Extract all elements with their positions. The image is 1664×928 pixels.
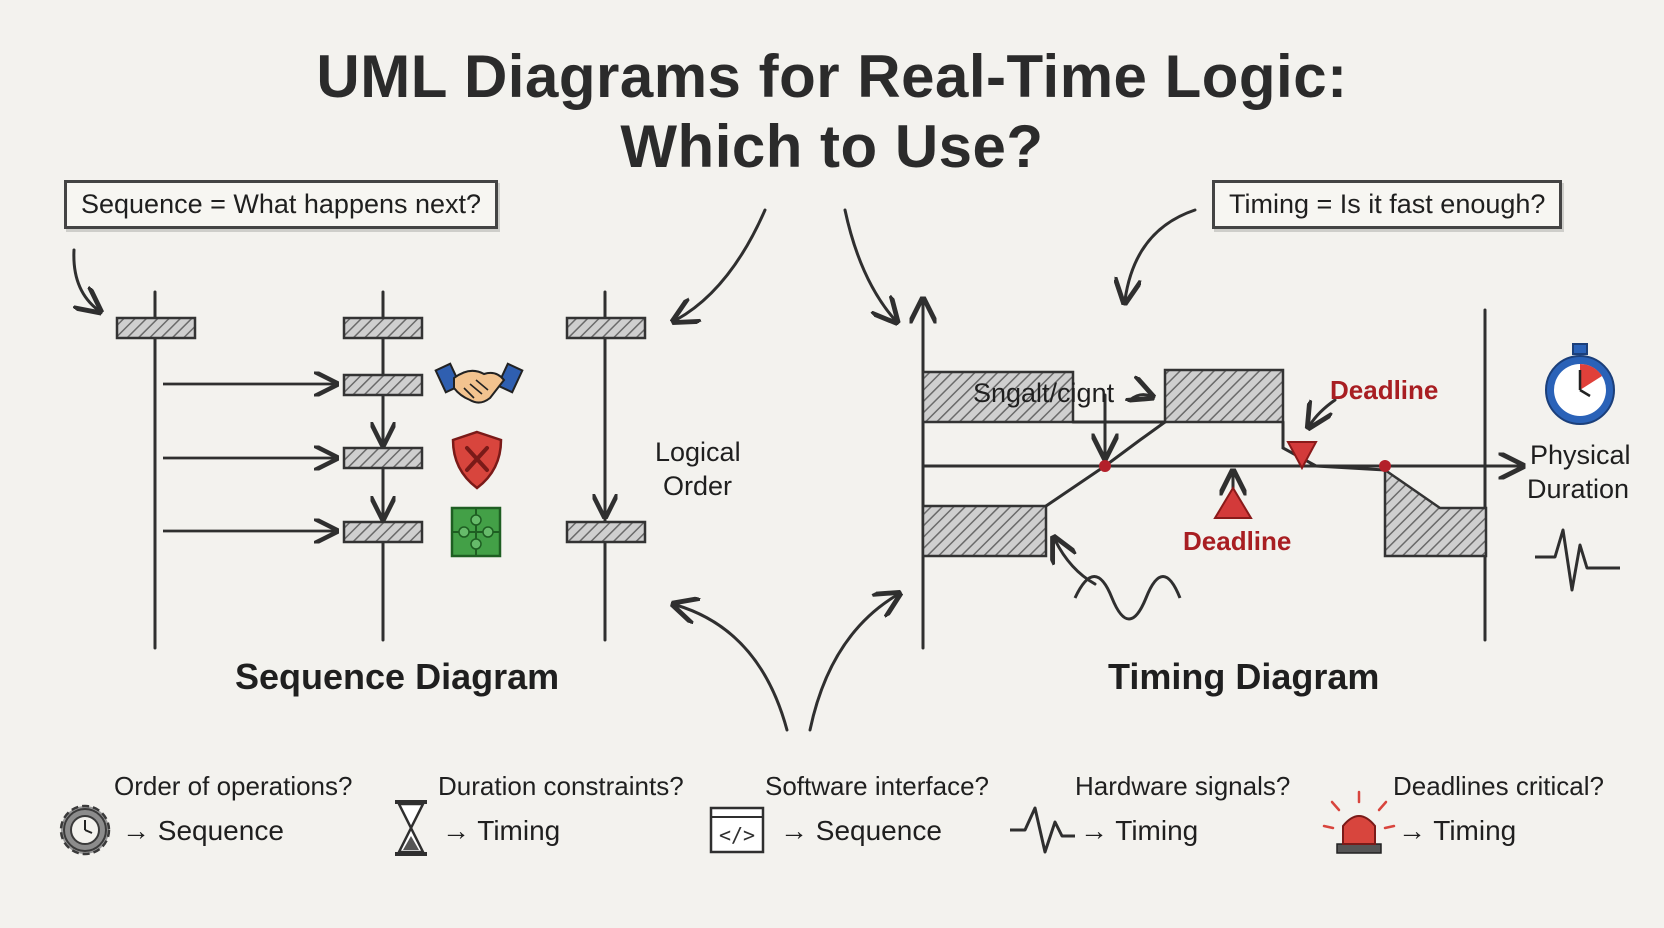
criterion-answer: → Sequence [780, 815, 942, 846]
alarm-siren-icon [1322, 790, 1396, 854]
criterion-answer: → Timing [1398, 815, 1517, 846]
activation-bar [342, 373, 424, 397]
sequence-callout: Sequence = What happens next? [64, 180, 499, 229]
state-block [921, 370, 1075, 424]
deadline-label-top: Deadline [1330, 375, 1439, 405]
criterion-answer: → Sequence [122, 815, 284, 846]
activation-bar [565, 316, 647, 340]
activation-bar [115, 316, 197, 340]
puzzle-icon [450, 506, 502, 558]
criterion-question: Software interface? [765, 771, 990, 801]
activation-bar [342, 520, 424, 544]
state-block [1163, 368, 1285, 424]
bottom-arrow-right [808, 595, 897, 732]
timing-state-blocks [921, 368, 1488, 558]
timing-callout: Timing = Is it fast enough? [1212, 180, 1563, 229]
criterion-question: Order of operations? [114, 771, 353, 801]
criterion-answer: → Timing [442, 815, 561, 846]
event-dot [1099, 460, 1111, 472]
sequence-messages [163, 342, 605, 531]
stopwatch-icon [1545, 343, 1615, 425]
logical-order-label-line-2: Order [663, 471, 733, 501]
handshake-icon [434, 362, 524, 404]
title-arrow-left [676, 208, 767, 320]
code-window-icon: </> [709, 806, 765, 854]
bottom-arrow-left [676, 605, 789, 732]
sine-wave-icon [1073, 575, 1182, 621]
criterion-question: Duration constraints? [438, 771, 684, 801]
activation-bar [565, 520, 647, 544]
shield-icon [451, 430, 503, 490]
connector-arrows [72, 208, 1197, 732]
deadline-triangle-marker [1286, 441, 1318, 471]
state-block [921, 504, 1048, 558]
page-title-line-2: Which to Use? [620, 113, 1044, 180]
activation-bar [342, 446, 424, 470]
sequence-diagram-heading: Sequence Diagram [235, 656, 560, 697]
event-dot [1379, 460, 1391, 472]
criterion-question: Deadlines critical? [1393, 771, 1604, 801]
activation-bars [115, 316, 647, 544]
hourglass-icon [395, 800, 427, 856]
gear-clock-icon [59, 804, 111, 856]
sequence-diagram [153, 290, 607, 650]
activation-bar [342, 316, 424, 340]
page-title-line-1: UML Diagrams for Real-Time Logic: [316, 43, 1348, 110]
deadline-triangle-marker [1213, 486, 1253, 519]
physical-duration-label-line-1: Physical [1530, 440, 1631, 470]
svg-text:</>: </> [719, 823, 755, 847]
event-markers [1099, 460, 1391, 472]
callout-arrow-timing [1125, 208, 1197, 300]
logical-order-label-line-1: Logical [655, 437, 741, 467]
title-arrow-right [843, 208, 895, 320]
deadline-label-bottom: Deadline [1183, 526, 1292, 556]
callout-arrow-sequence [72, 248, 98, 310]
pulse-icon [1535, 528, 1620, 592]
signal-label: Sngalt/cignt [973, 378, 1115, 408]
timing-diagram-heading: Timing Diagram [1108, 656, 1380, 697]
criterion-question: Hardware signals? [1075, 771, 1291, 801]
physical-duration-label-line-2: Duration [1527, 474, 1630, 504]
timing-axes [923, 302, 1520, 650]
criterion-answer: → Timing [1080, 815, 1199, 846]
waveform-icon [1010, 806, 1075, 854]
state-block [1383, 467, 1488, 558]
